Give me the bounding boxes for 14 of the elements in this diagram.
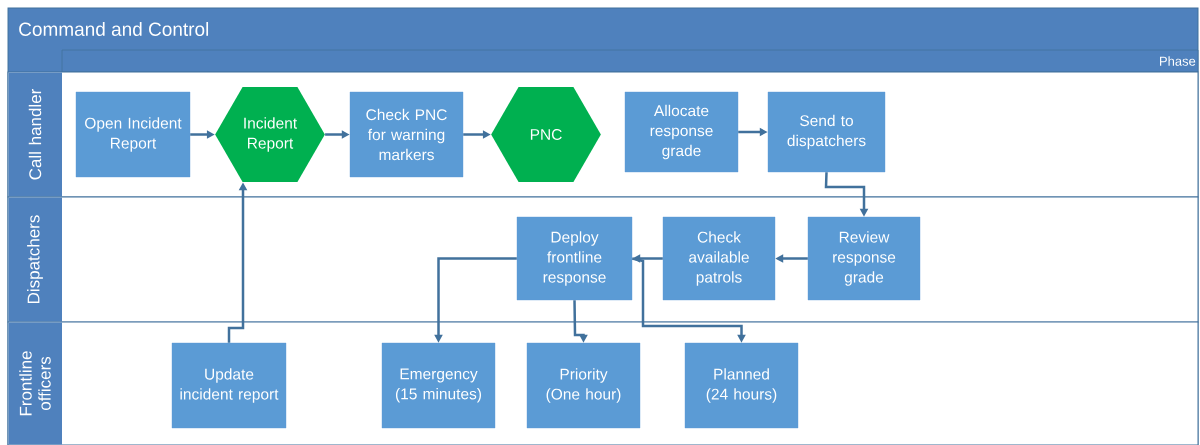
data-hexagon: Incident Report <box>215 87 325 182</box>
process-box: Emergency (15 minutes) <box>381 342 496 429</box>
process-box: Planned (24 hours) <box>684 342 799 429</box>
process-box: Priority (One hour) <box>526 342 641 429</box>
process-box: Send to dispatchers <box>767 91 886 173</box>
process-box: Check PNC for warning markers <box>349 91 464 178</box>
process-box: Check available patrols <box>662 216 776 301</box>
phase-band: Phase <box>61 49 1199 73</box>
data-hexagon: PNC <box>491 87 601 182</box>
process-box: Deploy frontline response <box>516 216 633 301</box>
process-box: Open Incident Report <box>75 91 191 178</box>
process-box: Update incident report <box>171 342 287 429</box>
process-box: Allocate response grade <box>624 91 739 173</box>
process-box: Review response grade <box>807 216 921 301</box>
